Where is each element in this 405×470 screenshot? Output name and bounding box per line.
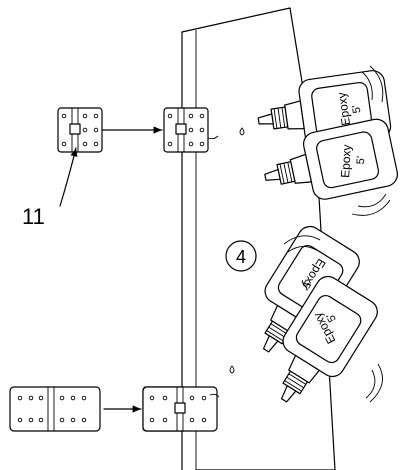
epoxy-bottle-top-1: Epoxy 5' — [253, 68, 393, 156]
bottle-brand: Epoxy — [338, 144, 354, 178]
glue-drop-bottom — [229, 365, 235, 374]
shake-lines-bottom-2 — [365, 363, 383, 403]
step-marker: 4 — [225, 240, 257, 272]
glue-drop-top — [239, 127, 245, 136]
step-number: 4 — [236, 247, 246, 267]
hinge-loose-top — [57, 107, 103, 153]
epoxy-bottle-top-2: Epoxy 5' — [257, 116, 401, 212]
hinge-installed-top — [163, 107, 219, 153]
shake-lines-top-2 — [351, 193, 391, 216]
shake-lines-bottom-1 — [283, 235, 321, 253]
bottle-brand: Epoxy — [335, 91, 354, 126]
shake-lines-top-1 — [361, 65, 384, 103]
callout-leader — [59, 147, 78, 207]
bottle-label: 5' — [355, 156, 367, 165]
hinge-loose-bottom — [9, 386, 101, 432]
bottle-label: 5' — [350, 104, 363, 114]
callout-number: 11 — [22, 204, 45, 229]
epoxy-bottle-bottom-2: Epoxy 5' — [254, 271, 383, 419]
hinge-installed-bottom — [142, 386, 220, 432]
